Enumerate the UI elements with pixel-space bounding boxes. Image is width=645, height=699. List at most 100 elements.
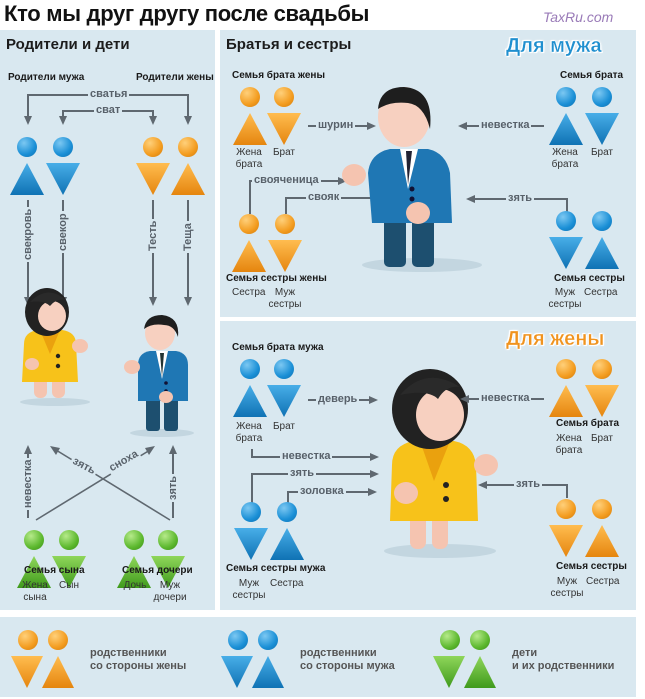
arrow-right-icon bbox=[368, 488, 377, 496]
connector-line bbox=[285, 197, 287, 214]
brother-wife-figure bbox=[548, 359, 584, 419]
arrow-right-icon bbox=[367, 122, 376, 130]
connector-line bbox=[251, 449, 253, 457]
relation-label: свояк bbox=[306, 191, 342, 203]
connector-line bbox=[566, 484, 568, 498]
wife-mother-figure bbox=[170, 137, 206, 197]
connector-line bbox=[249, 180, 251, 214]
brother-wife-figure bbox=[548, 87, 584, 147]
member-label: Сестра bbox=[270, 578, 304, 589]
arrow-down-icon bbox=[184, 116, 192, 125]
arrow-right-icon bbox=[338, 177, 347, 185]
connector-line bbox=[566, 198, 568, 212]
arrow-up-icon bbox=[169, 445, 177, 454]
arrow-up-icon bbox=[24, 445, 32, 454]
group-label: Семья брата bbox=[560, 70, 624, 81]
husband-brother-figure bbox=[266, 359, 302, 419]
relation-label: зять bbox=[514, 478, 543, 490]
legend-children-icon bbox=[432, 630, 496, 690]
watermark: TaxRu.com bbox=[543, 9, 614, 25]
sister-figure bbox=[584, 211, 620, 271]
connector-line bbox=[287, 491, 289, 503]
connector-line bbox=[62, 110, 64, 116]
group-label: Семья сестры bbox=[556, 561, 627, 572]
relation-label: невестка bbox=[479, 392, 532, 404]
husband-character bbox=[122, 313, 202, 443]
relation-label: деверь bbox=[316, 393, 360, 405]
arrow-down-icon bbox=[149, 116, 157, 125]
for-wife-panel: Для жены Семья брата мужа Жена брата Бра… bbox=[220, 321, 636, 610]
member-label: Муж сестры bbox=[268, 287, 302, 310]
wife-father-figure bbox=[135, 137, 171, 197]
relation-label: невестка bbox=[280, 450, 333, 462]
legend-wife-side-icon bbox=[10, 630, 74, 690]
page-title: Кто мы друг другу после свадьбы bbox=[4, 1, 370, 26]
legend-husband-side-icon bbox=[220, 630, 284, 690]
husband-mother-figure bbox=[9, 137, 45, 197]
arrow-left-icon bbox=[458, 122, 467, 130]
member-label: Дочь bbox=[123, 580, 147, 591]
wife-parents-label: Родители жены bbox=[136, 72, 214, 83]
member-label: Муж дочери bbox=[153, 580, 187, 603]
daughter-husband-figure bbox=[150, 530, 186, 590]
relation-label: зять bbox=[288, 467, 317, 479]
member-label: Сестра bbox=[232, 287, 266, 298]
group-label: Семья брата мужа bbox=[232, 342, 324, 353]
relation-label: зять bbox=[506, 192, 535, 204]
wife-brother-wife-figure bbox=[232, 87, 268, 147]
relation-label: сватья bbox=[88, 88, 130, 100]
sister-husband-figure bbox=[548, 499, 584, 559]
husband-brother-wife-figure bbox=[232, 359, 268, 419]
wife-brother-figure bbox=[266, 87, 302, 147]
section-title: Братья и сестры bbox=[226, 36, 352, 53]
wife-character bbox=[10, 282, 100, 412]
member-label: Муж сестры bbox=[550, 576, 584, 599]
member-label: Брат bbox=[590, 147, 614, 158]
daughter-family-label: Семья дочери bbox=[122, 565, 193, 576]
cross-arrows bbox=[35, 446, 171, 521]
parents-children-panel: Родители и дети Родители мужа Родители ж… bbox=[0, 30, 215, 610]
son-figure bbox=[51, 530, 87, 590]
daughter-figure bbox=[116, 530, 152, 590]
relation-label: сват bbox=[94, 104, 123, 116]
husband-father-figure bbox=[45, 137, 81, 197]
group-label: Семья брата bbox=[556, 418, 620, 429]
husband-sister-husband-figure bbox=[233, 502, 269, 562]
member-label: Сестра bbox=[584, 287, 618, 298]
wife-sister-figure bbox=[231, 214, 267, 274]
connector-line bbox=[187, 94, 189, 116]
member-label: Брат bbox=[590, 433, 614, 444]
relation-label: невестка bbox=[479, 119, 532, 131]
relation-label: золовка bbox=[298, 485, 346, 497]
group-label: Семья сестры bbox=[554, 273, 625, 284]
member-label: Жена брата bbox=[555, 433, 583, 456]
connector-line bbox=[152, 110, 154, 116]
arrow-left-icon bbox=[460, 395, 469, 403]
member-label: Сестра bbox=[586, 576, 620, 587]
for-husband-panel: Братья и сестры Для мужа Семья брата жен… bbox=[220, 30, 636, 317]
arrow-down-icon bbox=[149, 297, 157, 306]
member-label: Муж сестры bbox=[548, 287, 582, 310]
connector-line bbox=[27, 94, 29, 116]
brother-figure bbox=[584, 87, 620, 147]
husband-parents-label: Родители мужа bbox=[8, 72, 85, 83]
wife-sister-husband-figure bbox=[267, 214, 303, 274]
arrow-down-icon bbox=[184, 297, 192, 306]
brother-figure bbox=[584, 359, 620, 419]
group-label: Семья брата жены bbox=[232, 70, 325, 81]
sister-figure bbox=[584, 499, 620, 559]
member-label: Муж сестры bbox=[232, 578, 266, 601]
group-label: Семья сестры мужа bbox=[226, 563, 326, 574]
arrow-right-icon bbox=[369, 396, 378, 404]
member-label: Брат bbox=[272, 147, 296, 158]
connector-line bbox=[251, 473, 253, 503]
member-label: Жена брата bbox=[551, 147, 579, 170]
group-label: Семья сестры жены bbox=[226, 273, 327, 284]
relation-label: шурин bbox=[316, 119, 356, 131]
arrow-left-icon bbox=[466, 195, 475, 203]
for-wife-title: Для жены bbox=[506, 328, 605, 350]
member-label: Жена брата bbox=[235, 421, 263, 444]
